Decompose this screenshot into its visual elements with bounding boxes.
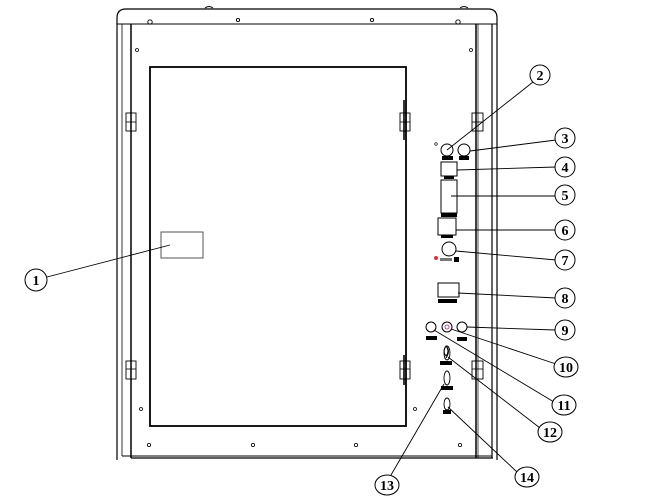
hinge-icon — [471, 360, 484, 380]
callout-10: 10 — [553, 356, 579, 378]
module-icon — [440, 161, 458, 177]
svg-text:2: 2 — [537, 69, 544, 84]
hinge-icon — [125, 360, 137, 380]
svg-text:1: 1 — [33, 274, 40, 289]
svg-text:4: 4 — [562, 161, 569, 176]
panel-components — [425, 142, 471, 414]
svg-text:13: 13 — [380, 479, 394, 494]
cabinet-frame — [116, 6, 498, 460]
callout-4: 4 — [554, 156, 576, 178]
display-icon — [437, 282, 460, 298]
svg-text:7: 7 — [562, 254, 569, 269]
hinge-icon — [399, 360, 411, 380]
switch-icon — [437, 217, 457, 236]
knob-icon — [441, 241, 457, 257]
callout-9: 9 — [554, 319, 576, 341]
callout-1: 1 — [24, 268, 48, 292]
leader-lines — [46, 81, 557, 476]
callout-11: 11 — [551, 394, 577, 416]
svg-text:3: 3 — [562, 132, 569, 147]
svg-text:5: 5 — [562, 189, 569, 204]
svg-text:12: 12 — [543, 426, 557, 441]
button-icon — [456, 321, 468, 333]
callout-3: 3 — [554, 127, 576, 149]
svg-text:14: 14 — [520, 471, 534, 486]
svg-text:9: 9 — [562, 324, 569, 339]
hinge-icon — [471, 112, 484, 132]
svg-text:11: 11 — [557, 399, 570, 414]
callout-7: 7 — [554, 249, 576, 271]
button-icon — [425, 321, 437, 333]
svg-text:10: 10 — [559, 361, 573, 376]
callout-2: 2 — [529, 64, 551, 86]
callout-13: 13 — [374, 474, 400, 496]
callout-5: 5 — [554, 184, 576, 206]
callout-8: 8 — [554, 287, 576, 309]
callouts: 1 2 3 4 5 6 7 8 9 10 11 12 13 14 — [24, 64, 579, 496]
callout-12: 12 — [537, 421, 563, 443]
hinge-icon — [399, 112, 411, 132]
connector-icon — [443, 370, 451, 386]
svg-text:8: 8 — [562, 292, 569, 307]
indicator-lamp-icon — [457, 143, 471, 157]
button-icon — [441, 321, 453, 333]
svg-text:6: 6 — [562, 224, 569, 239]
door-panel — [149, 66, 407, 427]
callout-14: 14 — [514, 466, 540, 488]
module-icon — [440, 179, 458, 214]
door-label-plate — [160, 231, 204, 259]
callout-6: 6 — [554, 219, 576, 241]
hinges — [125, 112, 484, 380]
hinge-icon — [125, 112, 137, 132]
